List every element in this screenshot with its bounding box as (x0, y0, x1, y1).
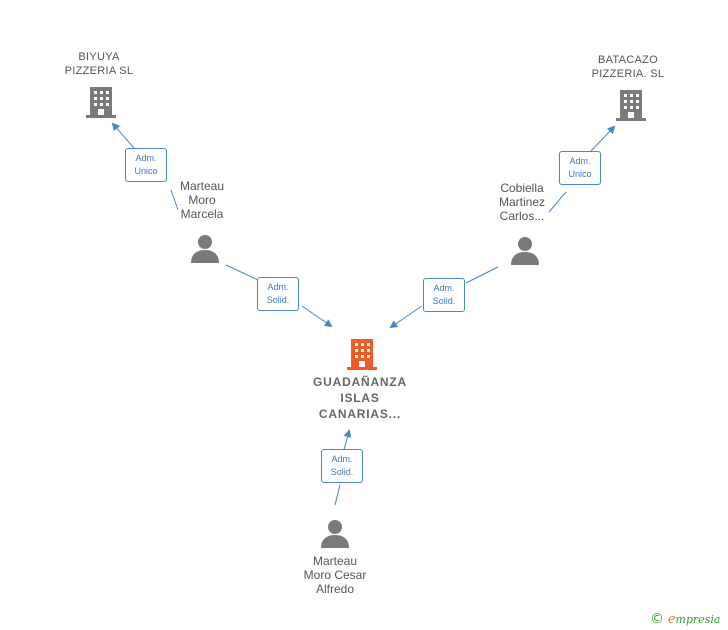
company-label-biyuya[interactable]: BIYUYA PIZZERIA SL (64, 51, 134, 77)
building-icon[interactable] (346, 337, 378, 371)
person-icon[interactable] (190, 234, 220, 264)
brand-name: mpresia (675, 613, 721, 626)
person-label-marteau-cesar[interactable]: Marteau Moro Cesar Alfredo (303, 554, 367, 596)
building-icon[interactable] (85, 85, 117, 119)
role-badge-cobiella-batacazo[interactable]: Adm. Unico (559, 151, 601, 185)
person-label-marteau-marcela[interactable]: Marteau Moro Marcela (179, 179, 225, 221)
copyright-icon: © (650, 611, 664, 627)
role-badge-marcela-main[interactable]: Adm. Solid. (257, 277, 299, 311)
company-label-batacazo[interactable]: BATACAZO PIZZERIA. SL (591, 54, 665, 80)
role-badge-cesar-main[interactable]: Adm. Solid. (321, 449, 363, 483)
edge-marcela-biyuya (111, 122, 179, 211)
person-label-cobiella[interactable]: Cobiella Martinez Carlos... (498, 181, 545, 223)
brand-initial: e (667, 612, 676, 627)
building-icon[interactable] (615, 88, 647, 122)
edge-cobiella-main (389, 266, 499, 329)
person-icon[interactable] (320, 519, 350, 549)
edge-cobiella-batacazo (548, 125, 616, 213)
edge-marcela-main (225, 264, 333, 328)
person-icon[interactable] (510, 236, 540, 266)
role-badge-cobiella-main[interactable]: Adm. Solid. (423, 278, 465, 312)
role-badge-marcela-biyuya[interactable]: Adm. Unico (125, 148, 167, 182)
company-label-guadananza[interactable]: GUADAÑANZA ISLAS CANARIAS... (313, 375, 407, 421)
empresia-watermark: © empresia (650, 611, 721, 627)
edge-cesar-main (334, 429, 352, 506)
